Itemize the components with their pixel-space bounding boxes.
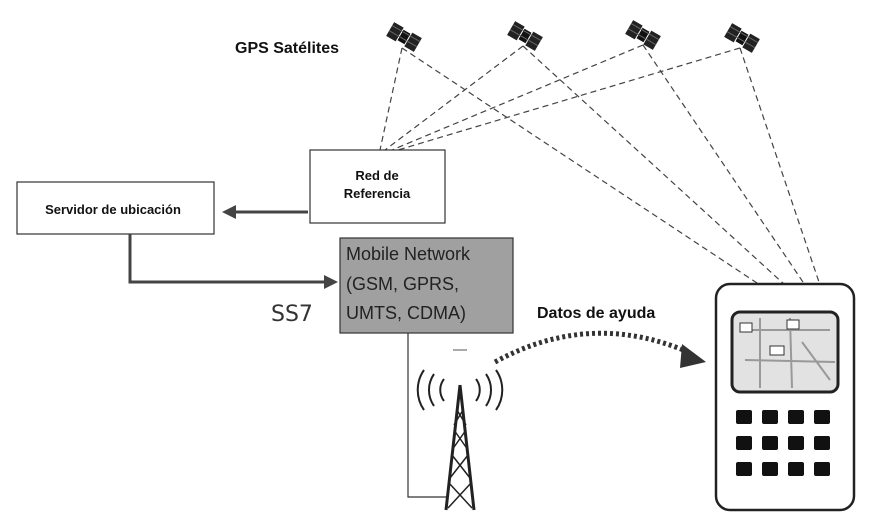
mobile-network-label-line2: (GSM, GPRS,: [346, 274, 459, 294]
reference-to-server-arrow: [222, 205, 308, 219]
mobile-network-box: [339, 237, 514, 334]
assistance-data-arrow: [493, 330, 706, 368]
location-server-label: Servidor de ubicación: [45, 202, 181, 217]
location-server-box: [16, 181, 215, 235]
satellite-icon: [723, 22, 761, 54]
ss7-label: SS7: [271, 302, 313, 327]
mobile-network-label-line3: UMTS, CDMA): [346, 303, 466, 323]
mobile-network-label-line1: Mobile Network: [346, 244, 471, 264]
reference-network-label-line2: Referencia: [344, 186, 411, 201]
mobile-phone-icon: [714, 282, 856, 512]
server-to-network-arrow: [128, 234, 338, 289]
network-to-tower-link: [407, 333, 448, 498]
satellite-reference-links: [379, 44, 741, 151]
cell-tower-icon: [416, 349, 504, 511]
assistance-data-label: Datos de ayuda: [537, 305, 655, 322]
satellite-icon: [506, 20, 544, 52]
satellite-icon: [385, 21, 423, 53]
reference-network-label-line1: Red de: [355, 168, 398, 183]
gps-satellites-label: GPS Satélites: [235, 40, 339, 57]
satellite-phone-links: [401, 44, 821, 286]
reference-network-box: [309, 149, 446, 224]
